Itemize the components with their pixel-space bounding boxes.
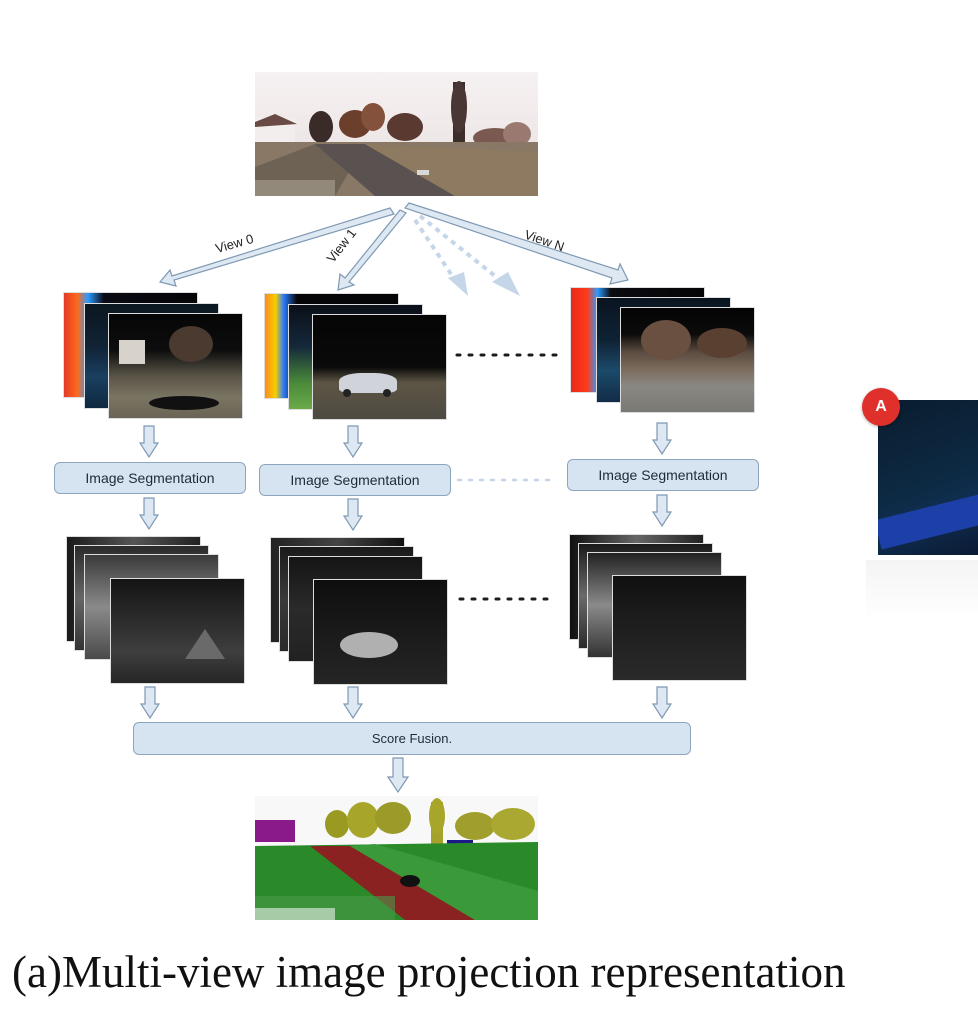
down-arrow-n-b: [652, 494, 672, 527]
side-badge: A: [862, 388, 900, 426]
image-segmentation-box-0: Image Segmentation: [54, 462, 246, 494]
down-arrow-fusion: [387, 757, 409, 793]
output-segmented-point-cloud: [255, 796, 538, 920]
input-point-cloud-image: [255, 72, 538, 196]
down-arrow-n-c: [652, 686, 672, 719]
down-arrow-0-c: [140, 686, 160, 719]
image-segmentation-box-1: Image Segmentation: [259, 464, 451, 496]
side-panel-shadow: [866, 560, 978, 620]
down-arrow-0-b: [139, 497, 159, 530]
down-arrow-1-a: [343, 425, 363, 458]
side-preview-panel: [878, 400, 978, 555]
figure-caption: (a)Multi-view image projection represent…: [12, 947, 846, 997]
score-fusion-box: Score Fusion.: [133, 722, 691, 755]
segmentation-dots: [456, 478, 556, 482]
score-map-dots: [458, 597, 558, 601]
view-arrows: [158, 202, 629, 296]
down-arrow-n-a: [652, 422, 672, 455]
down-arrow-1-c: [343, 686, 363, 719]
down-arrow-1-b: [343, 498, 363, 531]
view-dots: [455, 353, 560, 357]
down-arrow-0-a: [139, 425, 159, 458]
image-segmentation-box-n: Image Segmentation: [567, 459, 759, 491]
